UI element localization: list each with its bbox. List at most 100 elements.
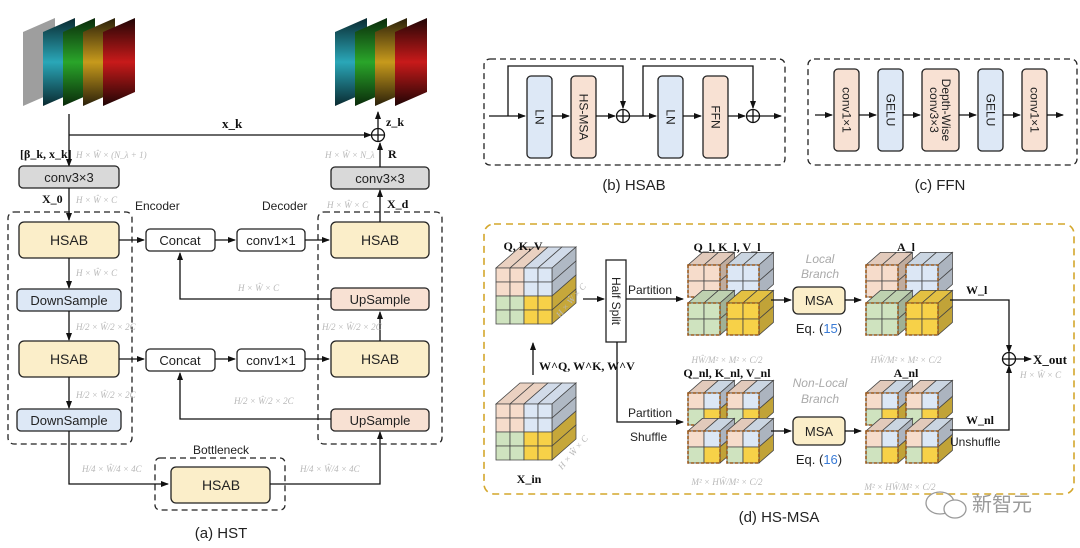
nonlocal-eq-link[interactable]: 16	[823, 452, 837, 467]
al-label: A_l	[897, 240, 916, 254]
output-label: z_k	[386, 115, 404, 129]
nonlocal-qkv-window-0-cell	[703, 392, 721, 410]
hst-panel: x_k z_k [β_k, x_k] H × Ŵ × (N_λ + 1) con…	[7, 18, 443, 542]
nonlocal-qkv-window-3-cell	[742, 430, 760, 448]
ffn-panel: conv1×1 GELU Depth-Wise conv3×3 GELU con…	[807, 58, 1078, 194]
qkv-cube-cell	[537, 281, 553, 297]
al-window-1-cell	[905, 264, 923, 282]
downsample-2-label: DownSample	[30, 413, 107, 428]
xin-cube-cell	[509, 403, 525, 419]
hsab-ffn	[702, 75, 729, 159]
xin-cube-cell	[495, 403, 511, 419]
xin-cube-cell	[537, 417, 553, 433]
qkv-cube-cell	[523, 295, 539, 311]
al-window-1-cell	[921, 264, 939, 282]
xd-label: X_d	[387, 197, 409, 211]
xd-dim: H × Ŵ × C	[326, 200, 369, 210]
local-qkv-window-3-cell	[742, 302, 760, 320]
conv-out-label: conv3×3	[355, 171, 405, 186]
dim-dec-2: H/2 × Ŵ/2 × 2C	[321, 322, 383, 332]
local-eq-link[interactable]: 15	[823, 321, 837, 336]
al-window-3-partition-border	[905, 302, 939, 336]
anl-window-1-cell	[921, 392, 939, 410]
nonlocal-qkv-window-1-cell	[742, 392, 760, 410]
al-window-3-cell	[905, 318, 923, 336]
local-msa-label: MSA	[805, 293, 834, 308]
qkv-cube-cell	[495, 267, 511, 283]
unshuffle-label: Unshuffle	[950, 435, 1001, 449]
xin-cube-cell	[509, 431, 525, 447]
xout-dim: H × Ŵ × C	[1019, 370, 1062, 380]
local-eq: Eq. (15)	[796, 321, 842, 336]
hsab-caption: (b) HSAB	[602, 177, 665, 194]
al-window-3-cell	[905, 302, 923, 320]
hsab-ln-1-label: LN	[533, 109, 547, 124]
al-window-0-cell	[865, 264, 883, 282]
decoder-hsab-1-label: HSAB	[361, 232, 399, 248]
local-branch-label-2: Branch	[801, 267, 839, 281]
al-window-3-cell	[921, 318, 939, 336]
qkv-cube-cell	[509, 267, 525, 283]
anl-window-3-cell	[921, 446, 939, 464]
anl-window-2-partition-border	[865, 430, 899, 464]
xin-cube-cell	[495, 417, 511, 433]
watermark-text: 新智元	[972, 492, 1032, 516]
nonlocal-qkv-window-3-cell	[726, 446, 744, 464]
hsab-ln-1	[526, 75, 553, 159]
nonlocal-qkv-window-2-cell	[687, 446, 705, 464]
qkv-cube-cell	[523, 267, 539, 283]
anl-window-2-cell	[865, 430, 883, 448]
anl-window-2-cell	[881, 430, 899, 448]
upsample-2	[330, 408, 430, 432]
anl-window-3-cell	[905, 430, 923, 448]
local-qkv-window-2-cell	[703, 302, 721, 320]
upsample-2-label: UpSample	[350, 413, 411, 428]
anl-label: A_nl	[894, 366, 919, 380]
ffn-conv1x1-out-label: conv1×1	[1028, 87, 1042, 133]
al-window-2-cell	[881, 302, 899, 320]
qkv-cube-cell	[537, 267, 553, 283]
hsmsa-caption: (d) HS-MSA	[739, 509, 820, 526]
ffn-depthwise-conv	[921, 68, 960, 152]
nonlocal-qkv-window-3-cell	[742, 446, 760, 464]
local-qkv-window-0-cell	[687, 264, 705, 282]
x0-label: X_0	[42, 192, 63, 206]
al-window-2-partition-border	[865, 302, 899, 336]
output-slice-red	[395, 18, 427, 106]
local-qkv-window-1-cell	[742, 264, 760, 282]
ffn-caption: (c) FFN	[915, 177, 966, 194]
al-window-2-cell	[865, 302, 883, 320]
nonlocal-qkv-window-2-partition-border	[687, 430, 721, 464]
ffn-group	[807, 58, 1078, 166]
al-window-2-cell	[881, 318, 899, 336]
xin-cube-cell	[537, 403, 553, 419]
x0-dim: H × Ŵ × C	[75, 195, 118, 205]
hsab-ln-2	[657, 75, 684, 159]
encoder-label: Encoder	[135, 199, 180, 213]
local-qkv-window-3-cell	[726, 318, 744, 336]
dim-enc-2: H/2 × Ŵ/2 × 2C	[75, 322, 137, 332]
anl-window-2-cell	[881, 446, 899, 464]
dim-enc-3: H/2 × Ŵ/2 × 2C	[75, 390, 137, 400]
local-qkv-window-2-cell	[703, 318, 721, 336]
xin-cube-cell	[537, 431, 553, 447]
anl-window-0-cell	[865, 392, 883, 410]
local-dim: HŴ/M² × M² × C/2	[690, 355, 763, 365]
ffn-gelu-2	[977, 68, 1004, 152]
anl-window-3-partition-border	[905, 430, 939, 464]
local-qkv-window-2-cell	[687, 302, 705, 320]
output-spectral-image-stack	[335, 18, 427, 106]
qkv-cube-cell	[495, 295, 511, 311]
xin-cube-cell	[495, 431, 511, 447]
hsmsa-panel: Q, K, V H × Ŵ × C W^Q, W^K, W^V X_in H ×…	[483, 223, 1075, 526]
qkv-label: Q, K, V	[503, 239, 542, 253]
ffn-conv1x1-in-label: conv1×1	[840, 87, 854, 133]
nonlocal-qkv-window-2-cell	[703, 446, 721, 464]
half-split-block	[605, 259, 627, 343]
nonlocal-eq-prefix: Eq. (	[796, 452, 824, 467]
al-dim: HŴ/M² × M² × C/2	[869, 355, 942, 365]
nonlocal-branch-label-1: Non-Local	[793, 376, 848, 390]
hst-caption: (a) HST	[195, 525, 248, 542]
upsample-1-label: UpSample	[350, 292, 411, 307]
